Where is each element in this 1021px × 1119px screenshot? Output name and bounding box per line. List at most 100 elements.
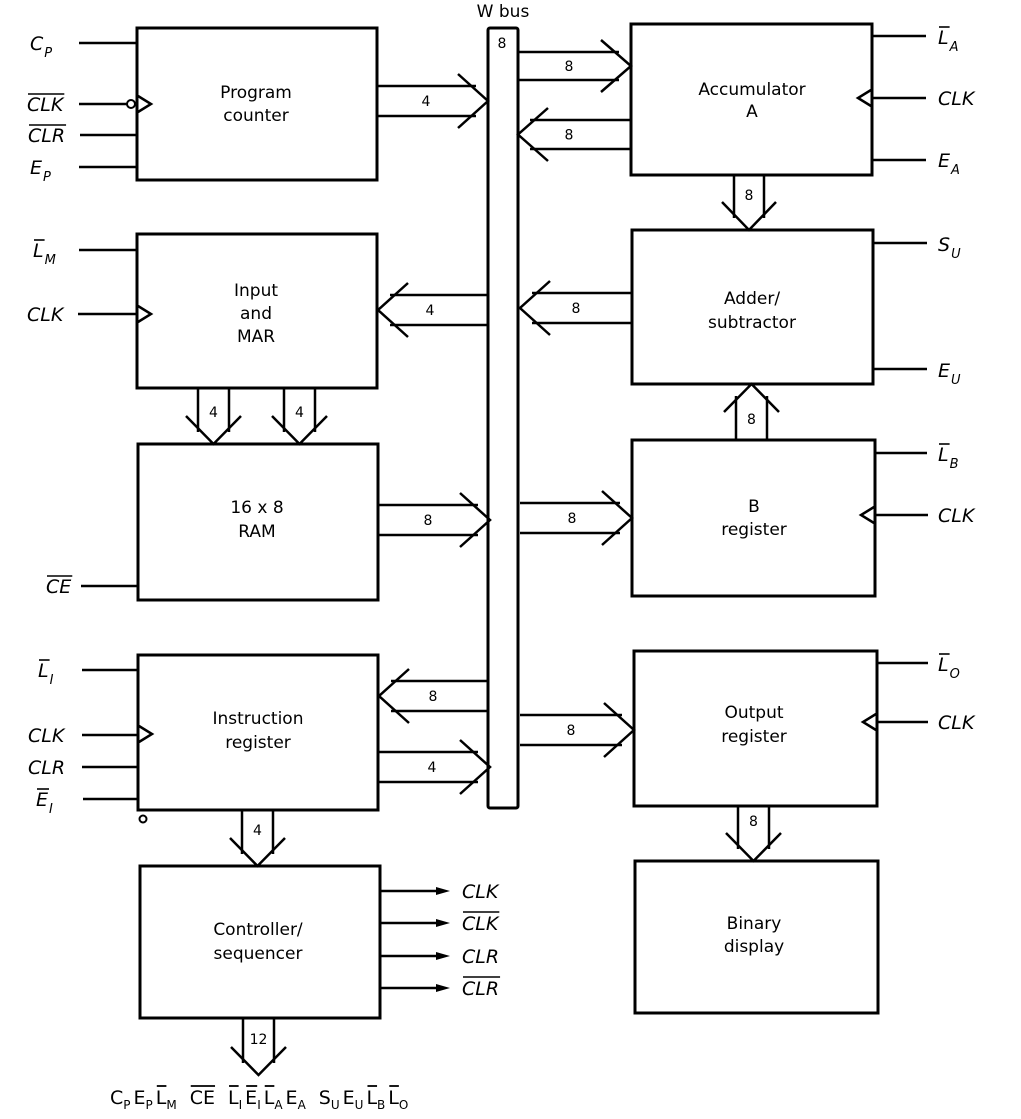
mar-to-ram-left-arrow-width: 4 bbox=[209, 405, 218, 421]
controller-word-arrow-head-icon bbox=[230, 1046, 287, 1077]
signal-pc-0-subscript: P bbox=[44, 46, 52, 61]
output-arrowhead-icon bbox=[436, 952, 450, 960]
input-mar-label-1: Input bbox=[234, 281, 278, 301]
signal-pc-2-text: CLR bbox=[28, 125, 65, 147]
signal-pc-3-text: E bbox=[30, 157, 42, 179]
signal-ir-3-text: E bbox=[36, 789, 48, 811]
b-register-block: B register bbox=[630, 438, 877, 598]
control-bit-2-main: L bbox=[156, 1087, 167, 1109]
signal-acc-0-text: L bbox=[938, 27, 949, 49]
signal-out-0-subscript: O bbox=[950, 667, 960, 682]
bus-to-ir-arrow-head-icon bbox=[377, 668, 410, 724]
ram-to-bus-arrow-width: 8 bbox=[424, 513, 433, 529]
program-counter-block: Program counter bbox=[135, 26, 379, 182]
adder-to-bus-arrow-width: 8 bbox=[572, 301, 581, 317]
controller-output-1-label: CLK bbox=[462, 913, 500, 935]
instruction-register-label-1: Instruction bbox=[213, 709, 304, 729]
ram-to-bus-arrow-head-icon bbox=[459, 492, 492, 548]
pc-to-bus-arrow-head-icon bbox=[457, 73, 490, 129]
controller-output-3-label: CLR bbox=[462, 978, 499, 1000]
right-control-wires bbox=[872, 34, 928, 724]
control-bit-2-sub: M bbox=[166, 1098, 176, 1112]
control-bit-1-main: E bbox=[134, 1087, 146, 1109]
control-bit-5-main: E bbox=[245, 1087, 257, 1109]
mar-to-ram-right-arrow-width: 4 bbox=[295, 405, 304, 421]
signal-acc-0-subscript: A bbox=[949, 40, 959, 55]
control-bit-3: CE bbox=[190, 1085, 216, 1109]
signal-acc-2-subscript: A bbox=[950, 163, 960, 178]
clear-bubble-icon bbox=[138, 814, 148, 824]
control-bit-8-sub: U bbox=[331, 1098, 340, 1112]
controller-output-1: CLK bbox=[380, 911, 500, 935]
adder-subtractor-block: Adder/ subtractor bbox=[630, 228, 875, 386]
clock-markers bbox=[126, 88, 877, 744]
control-bit-3-main: CE bbox=[190, 1087, 215, 1109]
output-arrowhead-icon bbox=[436, 984, 450, 992]
signal-pc-2: CLR bbox=[28, 124, 67, 147]
bus-to-b-arrow-width: 8 bbox=[568, 511, 577, 527]
control-bit-7-main: E bbox=[286, 1087, 298, 1109]
bus-to-b-arrow-head-icon bbox=[601, 490, 634, 546]
pc-to-bus-arrow-width: 4 bbox=[422, 94, 431, 110]
instruction-register-label-2: register bbox=[225, 733, 291, 753]
bus-to-acc-arrow-width: 8 bbox=[565, 59, 574, 75]
signal-b-1-text: CLK bbox=[938, 505, 976, 527]
signal-ram-0: CE bbox=[46, 575, 73, 598]
controller-output-2-label: CLR bbox=[462, 946, 499, 968]
out-clock-triangle-icon bbox=[860, 712, 877, 732]
control-bit-11-main: L bbox=[388, 1087, 399, 1109]
output-register-block: Output register bbox=[632, 649, 879, 808]
signal-adder-0-subscript: U bbox=[951, 247, 961, 262]
acc-to-bus-arrow-width: 8 bbox=[565, 128, 574, 144]
control-bit-6-main: L bbox=[264, 1087, 275, 1109]
acc-to-adder-arrow-width: 8 bbox=[745, 188, 754, 204]
signal-out-1-text: CLK bbox=[938, 712, 976, 734]
signal-ir-3-subscript: I bbox=[49, 802, 53, 817]
bus-to-out-arrow-head-icon bbox=[603, 702, 636, 758]
out-to-display-arrow: 8 bbox=[725, 806, 782, 863]
control-bit-7-sub: A bbox=[298, 1098, 307, 1112]
ram-label-1: 16 x 8 bbox=[230, 498, 283, 518]
signal-acc-2-text: E bbox=[938, 150, 950, 172]
accumulator-label-1: Accumulator bbox=[698, 80, 805, 100]
controller-sequencer-block: Controller/ sequencer bbox=[138, 864, 382, 1020]
control-bit-1-sub: P bbox=[146, 1098, 153, 1112]
signal-mar-0-subscript: M bbox=[45, 253, 56, 268]
b-to-adder-arrow-width: 8 bbox=[747, 412, 756, 428]
ir-to-bus-arrow-width: 4 bbox=[428, 760, 437, 776]
program-counter-label-1: Program bbox=[220, 83, 292, 103]
control-bit-8-main: S bbox=[319, 1087, 331, 1109]
signal-pc-1: CLK bbox=[27, 93, 65, 116]
mar-clock-triangle-icon bbox=[137, 304, 154, 324]
bus-to-out-arrow-width: 8 bbox=[567, 723, 576, 739]
signal-b-0-subscript: B bbox=[950, 457, 959, 472]
controller-word-arrow-width: 12 bbox=[250, 1032, 268, 1048]
bus-to-mar-arrow-width: 4 bbox=[426, 303, 435, 319]
controller-label-1: Controller/ bbox=[213, 920, 303, 940]
ir-clock-triangle-icon bbox=[138, 724, 155, 744]
adder-label-1: Adder/ bbox=[724, 289, 780, 309]
signal-b-1: CLK bbox=[938, 505, 976, 527]
pc-to-bus-arrow: 4 bbox=[377, 73, 490, 129]
signal-mar-1-text: CLK bbox=[27, 304, 65, 326]
acc-to-bus-arrow: 8 bbox=[516, 107, 631, 162]
signal-acc-1-text: CLK bbox=[938, 88, 976, 110]
control-bit-0-main: C bbox=[110, 1087, 123, 1109]
acc-to-bus-arrow-head-icon bbox=[516, 107, 549, 162]
pc-clock-triangle-icon bbox=[137, 94, 154, 114]
signal-b-0-text: L bbox=[938, 444, 949, 466]
